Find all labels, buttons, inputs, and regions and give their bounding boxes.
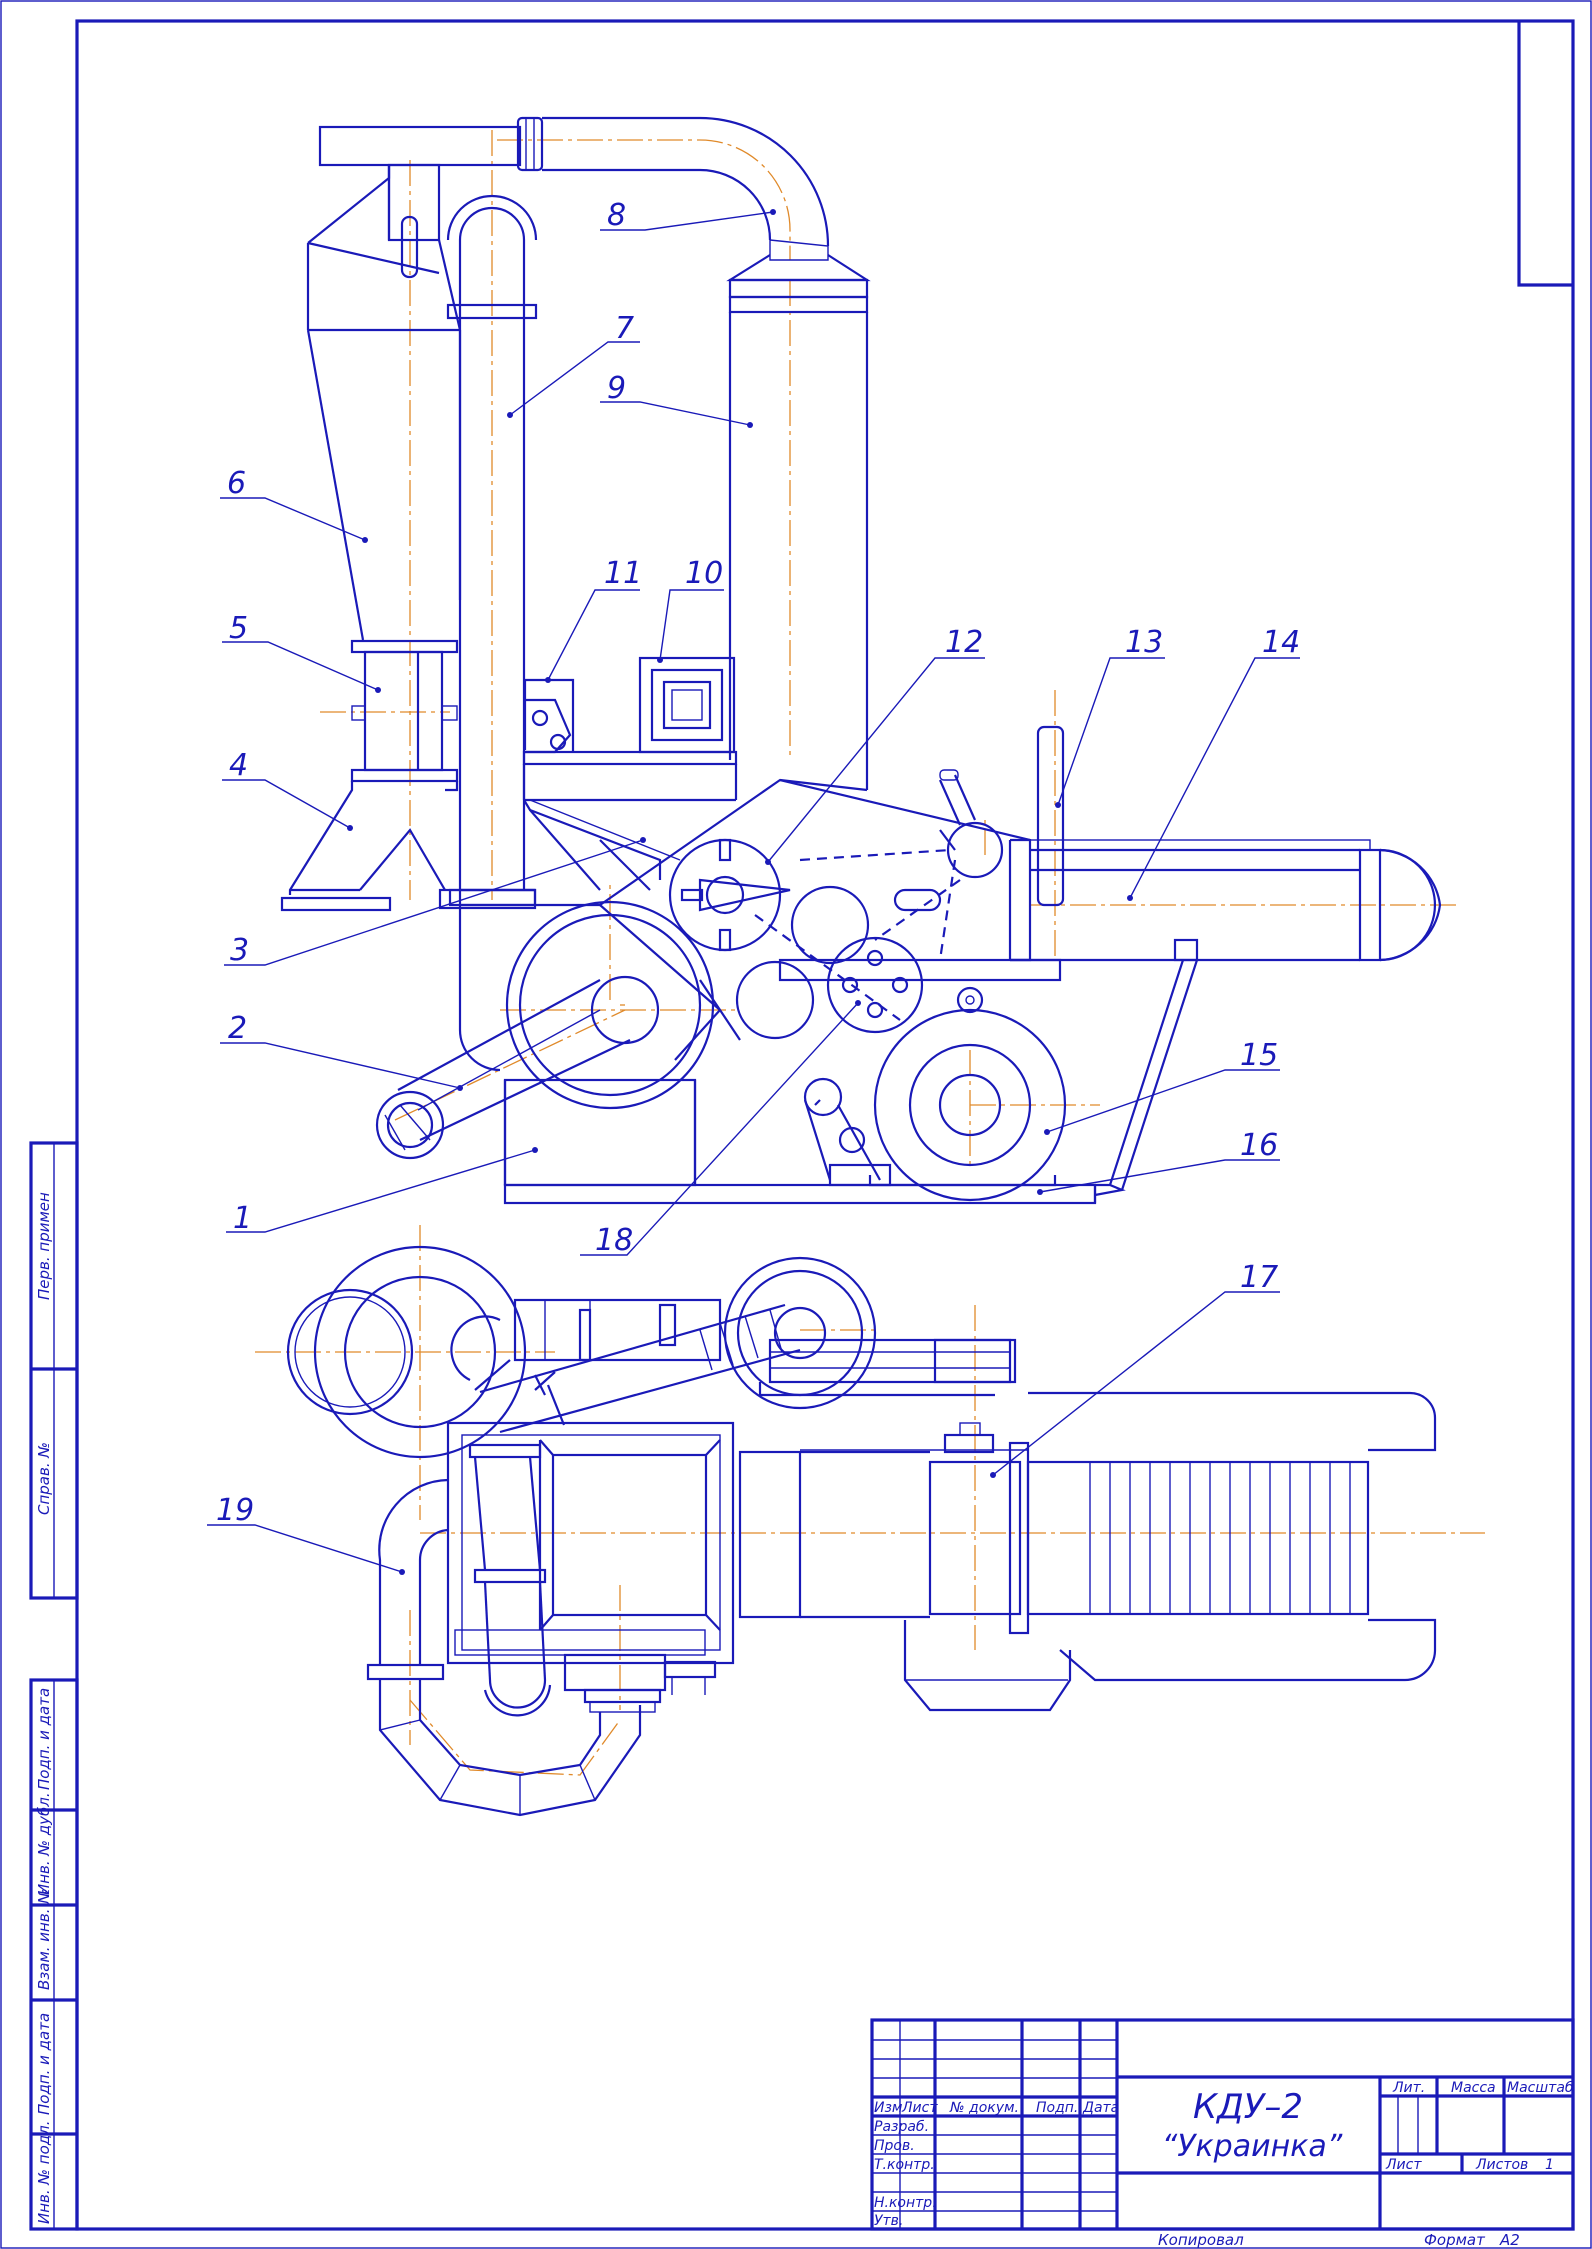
plan-hopper-box xyxy=(446,1421,735,1665)
tb-row-nkontr: Н.контр. xyxy=(874,2195,937,2211)
tb-row-tkontr: Т.контр. xyxy=(874,2157,935,2173)
filter-column-9 xyxy=(728,278,869,790)
footer-format-value: А2 xyxy=(1499,2231,1520,2249)
callout-1: 1 xyxy=(233,1201,252,1236)
tb-row-prov: Пров. xyxy=(874,2138,915,2154)
plan-diagonal-duct xyxy=(479,1303,801,1434)
feed-tube-14 xyxy=(1010,839,1442,962)
tb-massa: Масса xyxy=(1451,2080,1496,2096)
callouts: 1 2 3 4 5 6 7 8 9 10 xyxy=(207,198,1300,1575)
drawing-subtitle: “Украинка” xyxy=(1162,2129,1343,2164)
tb-col-data: Дата xyxy=(1082,2100,1119,2116)
side-label-inv-dubl: Инв. № дубл. xyxy=(35,1792,53,1895)
callout-13: 13 xyxy=(1125,625,1163,660)
side-label-sprav-no: Справ. № xyxy=(35,1442,53,1515)
side-stamp: Перв. примен Справ. № Подп. и дата Инв. … xyxy=(29,1141,79,2231)
callout-10: 10 xyxy=(685,556,723,591)
callout-7: 7 xyxy=(615,311,634,346)
tb-col-list: Лист xyxy=(901,2100,938,2116)
callout-18: 18 xyxy=(595,1223,633,1258)
callout-19: 19 xyxy=(216,1493,254,1528)
callout-12: 12 xyxy=(945,625,983,660)
control-box-10 xyxy=(638,656,736,754)
crusher-housing-3 xyxy=(448,778,1032,1072)
tb-col-izm: Изм xyxy=(874,2100,903,2116)
callout-8: 8 xyxy=(607,198,626,233)
bracket-11 xyxy=(523,678,575,754)
callout-3: 3 xyxy=(230,933,249,968)
callout-5: 5 xyxy=(229,611,248,646)
callout-4: 4 xyxy=(229,748,248,783)
footer-format-label: Формат xyxy=(1424,2231,1486,2249)
pulley-18 xyxy=(754,848,961,1034)
return-duct-19 xyxy=(366,1478,642,1817)
airlock-5 xyxy=(350,639,459,783)
base-16 xyxy=(503,938,1199,1205)
footer: Копировал Формат А2 xyxy=(1158,2231,1520,2249)
callout-16: 16 xyxy=(1240,1128,1278,1163)
tb-lit: Лит. xyxy=(1392,2080,1425,2096)
plan-crusher-17 xyxy=(738,1391,1437,1712)
drawing-title: КДУ–2 xyxy=(1193,2087,1303,2127)
plan-small-box xyxy=(563,1653,717,1713)
front-view xyxy=(280,116,1460,1205)
tb-sheets-count: 1 xyxy=(1545,2157,1554,2173)
callout-6: 6 xyxy=(227,466,246,501)
callout-15: 15 xyxy=(1240,1038,1278,1073)
callout-9: 9 xyxy=(607,371,626,406)
callout-2: 2 xyxy=(228,1011,247,1046)
plan-cyclone xyxy=(286,1245,527,1459)
plan-riser-pipe xyxy=(468,1443,552,1717)
cyclone-6 xyxy=(306,125,522,641)
side-label-vzam-inv: Взам. инв. № xyxy=(35,1888,53,1990)
tb-col-doc: № докум. xyxy=(949,2100,1019,2116)
tb-sheets: Листов xyxy=(1475,2157,1528,2173)
tb-row-razrab: Разраб. xyxy=(874,2119,929,2135)
tb-row-utv: Утв. xyxy=(874,2213,903,2229)
title-block: Изм Лист № докум. Подп. Дата Разраб. Про… xyxy=(870,2018,1575,2231)
lever-13 xyxy=(1036,725,1065,907)
plan-fan xyxy=(723,1256,877,1410)
tensioner xyxy=(803,1077,892,1187)
side-label-podp-data-1: Подп. и дата xyxy=(35,1688,53,1790)
upper-platform xyxy=(522,750,738,891)
footer-kopiroval: Копировал xyxy=(1158,2231,1244,2249)
side-label-podp-data-2: Подп. и дата xyxy=(35,2013,53,2115)
tb-sheet: Лист xyxy=(1385,2157,1422,2173)
tb-col-podp: Подп. xyxy=(1036,2100,1078,2116)
callout-17: 17 xyxy=(1240,1260,1278,1295)
callout-11: 11 xyxy=(604,556,642,591)
side-label-perv-primen: Перв. примен xyxy=(35,1192,53,1300)
callout-14: 14 xyxy=(1262,625,1300,660)
plan-view xyxy=(255,1225,1485,1817)
rotor-housing xyxy=(893,769,1004,912)
plan-frame xyxy=(513,1298,1017,1397)
frame-1 xyxy=(503,1078,697,1187)
duct-elbow-8 xyxy=(516,116,871,282)
pulley-12 xyxy=(668,838,870,1040)
fan-2 xyxy=(375,900,715,1160)
side-label-inv-podl: Инв. № подл. xyxy=(35,2121,53,2224)
tb-masshtab: Масштаб xyxy=(1507,2080,1574,2096)
